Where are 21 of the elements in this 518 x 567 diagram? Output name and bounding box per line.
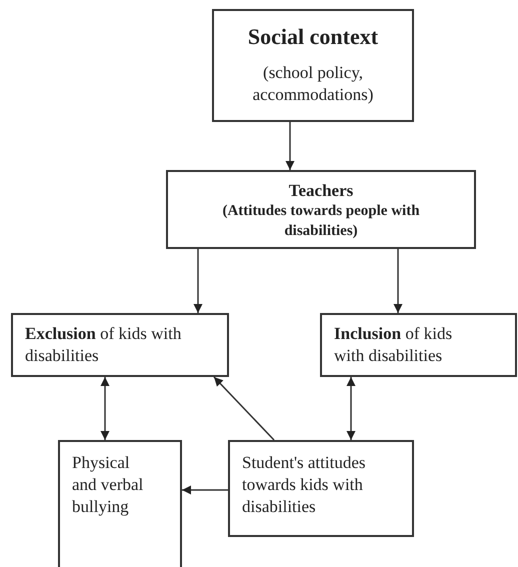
process-box	[212, 9, 414, 122]
arrow	[213, 376, 275, 441]
process-box	[320, 313, 517, 377]
arrow	[286, 122, 294, 170]
arrow	[100, 377, 110, 440]
box-text: Exclusion of kids with disabilities	[25, 323, 182, 368]
arrow	[182, 486, 228, 494]
box-description: (school policy, accommodations)	[252, 62, 374, 106]
box-description: (Attitudes towards people with disabilities)	[221, 202, 421, 241]
process-box	[11, 313, 229, 377]
box-text: Inclusion of kids with disabilities	[334, 323, 454, 368]
process-box	[228, 440, 414, 537]
box-text: Physical and verbal bullying	[72, 452, 144, 518]
arrow	[194, 249, 202, 313]
process-box	[166, 170, 476, 249]
box-heading: Teachers	[288, 180, 354, 202]
box-text: Student's attitudes towards kids with disabilities	[242, 452, 366, 518]
box-heading: Social context	[246, 23, 380, 51]
process-box	[58, 440, 182, 567]
arrow	[394, 249, 402, 313]
arrow	[346, 377, 356, 440]
